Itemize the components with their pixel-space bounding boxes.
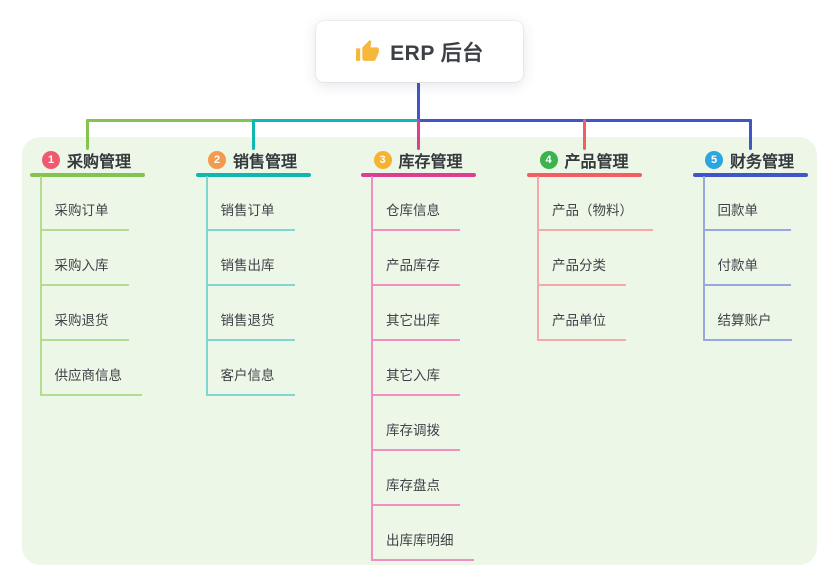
branch-node[interactable]: 3 库存管理	[373, 149, 463, 171]
child-node[interactable]: 采购订单	[39, 202, 129, 231]
branch-drop-line	[583, 119, 586, 150]
branch-underline	[692, 173, 808, 177]
branch-number-badge: 4	[539, 151, 558, 169]
branch-drop-line	[748, 119, 752, 150]
child-node[interactable]: 采购入库	[39, 257, 129, 286]
bus-segment-left	[85, 119, 255, 122]
branch-label: 产品管理	[564, 154, 629, 171]
branch-spine	[371, 176, 373, 560]
branch-spine	[537, 176, 539, 340]
child-node[interactable]: 产品分类	[537, 257, 626, 286]
child-node[interactable]: 回款单	[702, 202, 791, 231]
child-node[interactable]: 库存盘点	[371, 477, 460, 506]
child-node[interactable]: 客户信息	[205, 367, 295, 396]
branch-underline	[361, 173, 476, 177]
child-node[interactable]: 销售订单	[205, 202, 295, 231]
branch-number-badge: 2	[208, 151, 226, 169]
branch-underline	[29, 173, 145, 177]
child-node[interactable]: 付款单	[702, 257, 791, 286]
branches-panel	[22, 137, 817, 565]
root-label: ERP 后台	[390, 41, 484, 65]
branch-label: 销售管理	[233, 154, 298, 171]
branch-underline	[527, 173, 642, 177]
child-node[interactable]: 产品单位	[537, 312, 626, 341]
child-node[interactable]: 销售退货	[205, 312, 295, 341]
branch-label: 财务管理	[730, 154, 795, 171]
child-node[interactable]: 其它入库	[371, 367, 460, 396]
branch-node[interactable]: 1 采购管理	[42, 149, 131, 171]
child-node[interactable]: 结算账户	[702, 312, 792, 341]
root-drop-line	[417, 81, 420, 122]
branch-drop-line	[251, 119, 255, 150]
branch-drop-line	[85, 119, 89, 150]
branch-underline	[195, 173, 311, 177]
child-node[interactable]: 库存调拨	[371, 422, 460, 451]
branch-label: 采购管理	[67, 154, 132, 171]
child-node[interactable]: 产品（物料）	[537, 202, 653, 231]
child-node[interactable]: 其它出库	[371, 312, 460, 341]
child-node[interactable]: 采购退货	[39, 312, 129, 341]
branch-number-badge: 1	[42, 151, 60, 169]
branch-spine	[702, 176, 705, 340]
branch-node[interactable]: 2 销售管理	[208, 149, 297, 171]
branch-number-badge: 3	[373, 151, 392, 169]
child-node[interactable]: 销售出库	[205, 257, 295, 286]
child-node[interactable]: 供应商信息	[39, 367, 142, 396]
child-node[interactable]: 出库库明细	[371, 532, 474, 561]
child-node[interactable]: 仓库信息	[371, 202, 460, 231]
branch-node[interactable]: 5 财务管理	[705, 149, 794, 171]
branch-label: 库存管理	[398, 154, 463, 171]
root-node[interactable]: ERP 后台	[316, 21, 523, 82]
branch-node[interactable]: 4 产品管理	[539, 149, 629, 171]
child-node[interactable]: 产品库存	[371, 257, 460, 286]
branch-number-badge: 5	[705, 151, 723, 169]
thumbs-up-icon	[355, 39, 380, 64]
bus-segment-middle	[251, 119, 420, 122]
branch-drop-line	[417, 119, 420, 150]
